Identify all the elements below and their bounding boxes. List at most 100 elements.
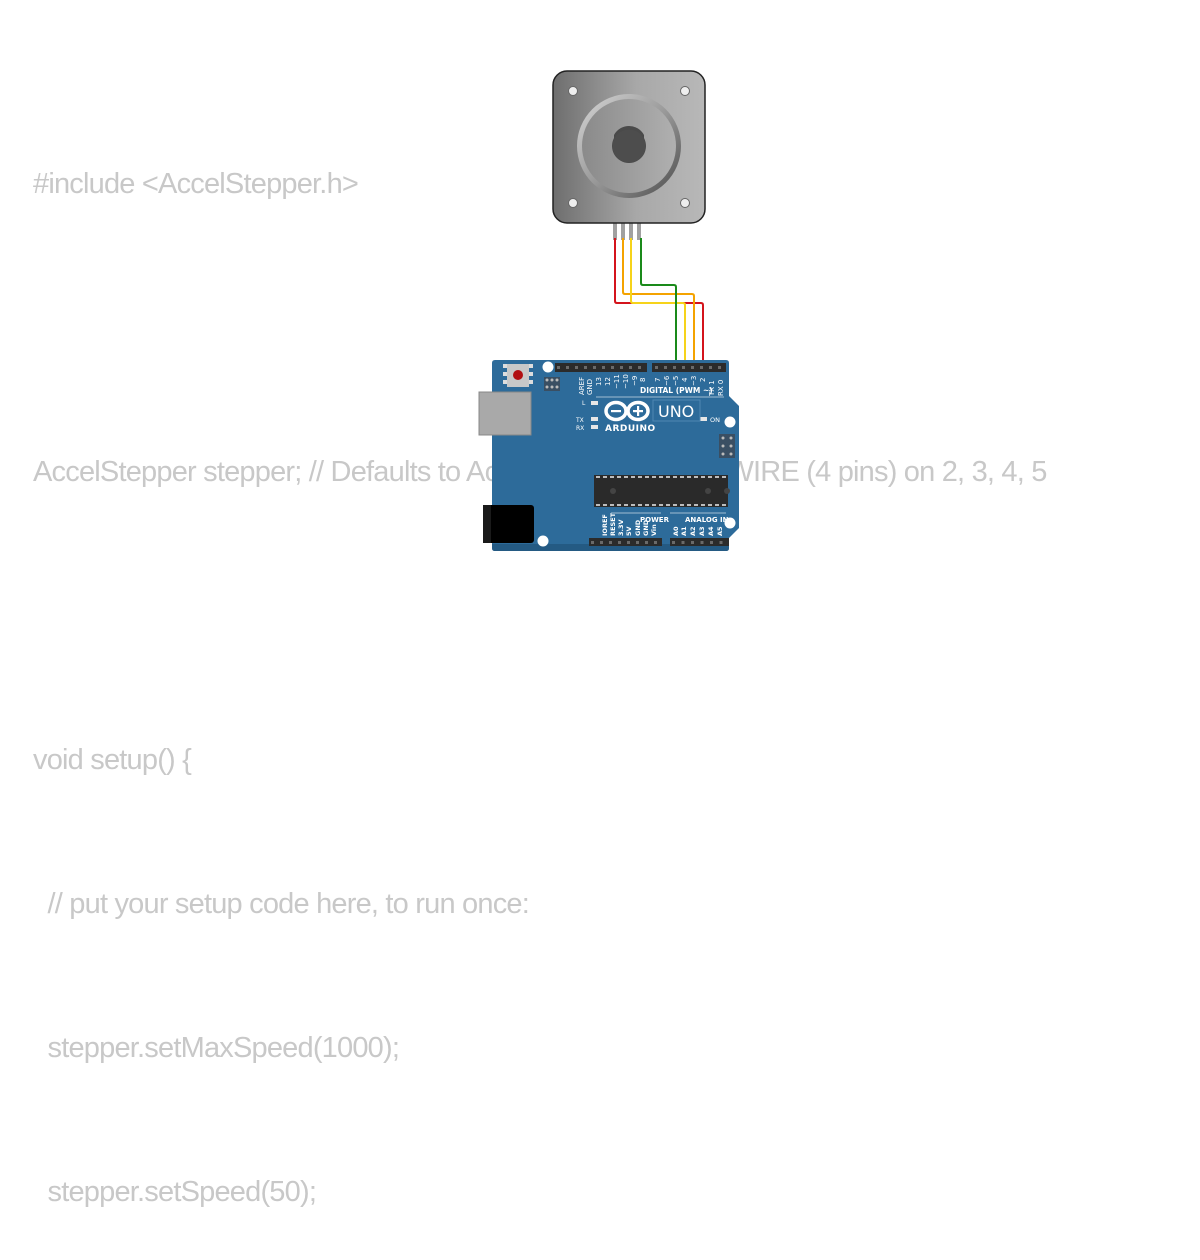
header-pin[interactable] xyxy=(611,366,614,369)
led-tx-label: TX xyxy=(575,417,584,424)
power-pin-labels: IOREF RESET 3.3V 5V GND GND Vin xyxy=(601,512,658,536)
pin-label: A5 xyxy=(716,526,724,536)
code-line: // put your setup code here, to run once… xyxy=(33,888,530,920)
icsp-header-right xyxy=(719,434,735,458)
wire-green[interactable] xyxy=(640,238,677,370)
power-section-label: POWER xyxy=(640,516,670,524)
header-pin[interactable] xyxy=(602,366,605,369)
header-pin[interactable] xyxy=(575,366,578,369)
header-pin[interactable] xyxy=(664,366,667,369)
header-pin-holes xyxy=(591,541,723,544)
pin-label: A3 xyxy=(698,526,706,536)
pin-label: ~11 xyxy=(613,374,621,389)
header-pin[interactable] xyxy=(682,366,685,369)
digital-pin-labels: AREF GND 13 12 ~11 ~10 ~9 8 7 ~6 ~5 4 ~3… xyxy=(578,374,725,397)
header-pin[interactable] xyxy=(700,541,704,544)
led-rx-label: RX xyxy=(576,425,584,432)
mount-hole xyxy=(680,198,690,208)
header-pin[interactable] xyxy=(593,366,596,369)
header-pin[interactable] xyxy=(719,541,723,544)
header-pin[interactable] xyxy=(627,541,630,544)
pin-label: 13 xyxy=(595,377,603,386)
arduino-logo xyxy=(604,400,650,422)
header-pin[interactable] xyxy=(718,366,721,369)
code-line: stepper.setSpeed(50); xyxy=(33,1176,317,1208)
pin-label: RX 0 xyxy=(717,380,725,396)
pin-label: 12 xyxy=(604,377,612,386)
pin-label: 8 xyxy=(639,378,647,382)
led-on-label: ON xyxy=(710,416,720,424)
pin-label: 7 xyxy=(654,378,662,382)
pin-label: GND xyxy=(634,519,642,536)
header-pin[interactable] xyxy=(566,366,569,369)
pin-label: A0 xyxy=(672,526,680,536)
pin-label: GND xyxy=(586,379,594,395)
pin-label: ~6 xyxy=(663,375,671,386)
header-pin[interactable] xyxy=(629,366,632,369)
led-on xyxy=(700,417,707,421)
pin-label: ~9 xyxy=(631,376,639,386)
stepper-motor[interactable] xyxy=(552,70,706,240)
header-pin[interactable] xyxy=(584,366,587,369)
header-pin[interactable] xyxy=(691,541,694,544)
pin-label: ~3 xyxy=(690,376,698,386)
header-pin[interactable] xyxy=(620,366,623,369)
header-pin[interactable] xyxy=(655,366,658,369)
pin-label: 5V xyxy=(625,526,633,536)
mount-hole xyxy=(568,86,578,96)
circuit-diagram: AREF GND 13 12 ~11 ~10 ~9 8 7 ~6 ~5 4 ~3… xyxy=(478,70,739,551)
header-pin[interactable] xyxy=(691,366,694,369)
header-pin[interactable] xyxy=(618,541,621,544)
arduino-uno-board[interactable]: AREF GND 13 12 ~11 ~10 ~9 8 7 ~6 ~5 4 ~3… xyxy=(478,360,739,551)
code-line: void setup() { xyxy=(33,744,192,776)
header-pin[interactable] xyxy=(672,541,675,544)
board-mount-hole xyxy=(724,416,736,428)
pin-label: 4 xyxy=(681,377,689,382)
pin-label: A4 xyxy=(707,526,715,536)
code-line: #include <AccelStepper.h> xyxy=(33,168,359,200)
digital-header[interactable] xyxy=(555,363,726,372)
header-pin[interactable] xyxy=(638,366,641,369)
pin-label: A1 xyxy=(680,526,688,536)
board-mount-hole xyxy=(542,361,554,373)
analog-header[interactable] xyxy=(670,538,729,546)
code-line: stepper.setMaxSpeed(1000); xyxy=(33,1032,400,1064)
board-mount-hole xyxy=(724,517,736,529)
wire-orange[interactable] xyxy=(622,238,695,370)
header-pin[interactable] xyxy=(600,541,603,544)
wires xyxy=(614,238,704,370)
board-edge-shadow xyxy=(492,544,729,551)
mount-hole xyxy=(680,86,690,96)
pin-label: Vin xyxy=(650,524,658,536)
header-pin[interactable] xyxy=(709,366,712,369)
pin-label: RESET xyxy=(609,512,617,536)
brand-label: ARDUINO xyxy=(605,424,656,434)
header-pin[interactable] xyxy=(654,541,657,544)
led-rx xyxy=(591,425,598,429)
dc-power-jack xyxy=(483,505,534,543)
wire-yellow[interactable] xyxy=(630,238,686,370)
pin-label: AREF xyxy=(578,377,586,395)
pin-label: ~10 xyxy=(622,374,630,389)
header-pin[interactable] xyxy=(609,541,612,544)
header-pin[interactable] xyxy=(645,541,648,544)
model-label: UNO xyxy=(658,402,694,421)
model-box xyxy=(652,399,701,422)
pin-label: A2 xyxy=(689,526,697,536)
motor-shaft-end xyxy=(612,129,646,163)
header-pin[interactable] xyxy=(591,541,594,544)
power-header[interactable] xyxy=(589,538,662,546)
mount-hole xyxy=(568,198,578,208)
header-pin[interactable] xyxy=(557,366,560,369)
header-pin[interactable] xyxy=(681,541,685,544)
header-pin[interactable] xyxy=(673,366,676,369)
reset-button[interactable] xyxy=(503,364,533,387)
header-pin[interactable] xyxy=(636,541,639,544)
header-pin[interactable] xyxy=(700,366,703,369)
led-l xyxy=(591,401,598,405)
header-pin[interactable] xyxy=(710,541,713,544)
usb-port xyxy=(478,391,532,436)
icsp-header xyxy=(544,377,560,391)
board-mount-hole xyxy=(537,535,549,547)
digital-section-label: DIGITAL (PWM ~) xyxy=(640,386,713,395)
